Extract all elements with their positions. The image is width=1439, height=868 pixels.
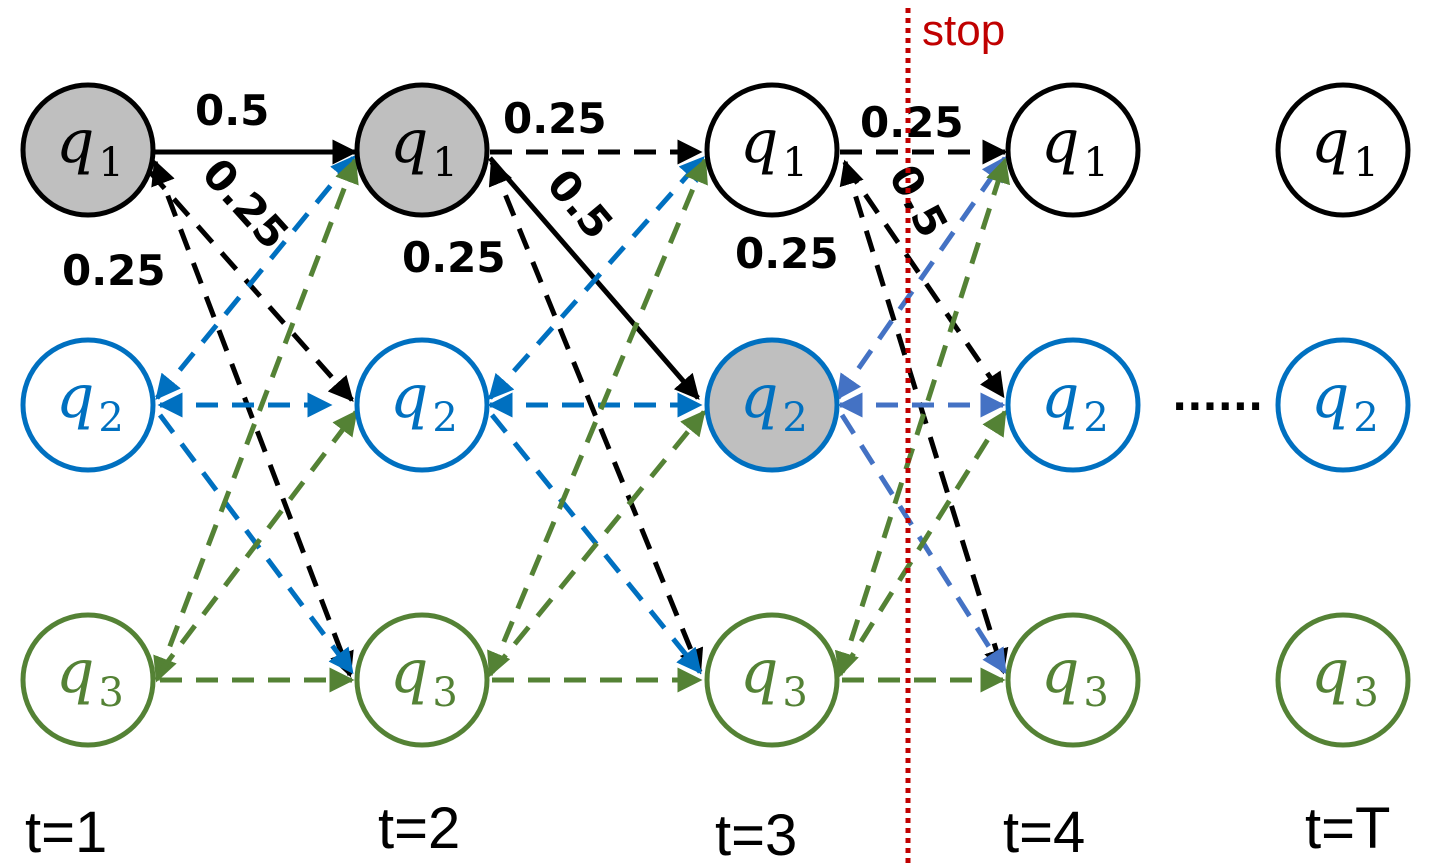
- node-circle: [354, 612, 490, 748]
- prob-t2q1-t3q2: 0.5: [537, 160, 622, 248]
- time-label-1: t=1: [25, 800, 107, 865]
- edge-t2q3-t3q2: [490, 410, 706, 674]
- time-label-3: t=3: [715, 803, 797, 868]
- edge-t1q3-t2q1: [153, 157, 359, 683]
- node-circle: [20, 612, 156, 748]
- node-circle: [1275, 82, 1411, 218]
- node-circle: [354, 82, 490, 218]
- edge-t1q3-t2q2: [158, 410, 358, 674]
- prob-t3q1-t4q1: 0.25: [860, 98, 964, 147]
- transition-edges: [148, 139, 1011, 693]
- time-label-4: t=4: [1003, 800, 1085, 865]
- prob-t3q1-t4q3: 0.25: [735, 229, 839, 278]
- ellipsis: ......: [1172, 374, 1263, 420]
- time-label-T: t=T: [1305, 796, 1390, 861]
- node-circle: [704, 612, 840, 748]
- stop-label: stop: [922, 6, 1005, 55]
- probability-labels: 0.5 0.25 0.25 0.25 0.5 0.25 0.25 0.5 0.2…: [62, 86, 964, 295]
- prob-t1q1-t2q3: 0.25: [62, 246, 166, 295]
- node-circle: [1275, 612, 1411, 748]
- node-circle: [704, 82, 840, 218]
- node-circle: [354, 337, 490, 473]
- time-labels: t=1 t=2 t=3 t=4 t=T: [25, 796, 1390, 868]
- edge-t2q3-t3q1: [487, 157, 708, 678]
- time-label-2: t=2: [378, 796, 460, 861]
- node-circle: [704, 337, 840, 473]
- prob-t1q1-t2q1: 0.5: [195, 86, 269, 135]
- node-circle: [1005, 82, 1141, 218]
- prob-t2q1-t3q3: 0.25: [402, 233, 506, 282]
- edge-t3q3-t4q2: [839, 409, 1008, 674]
- prob-t2q1-t3q1: 0.25: [503, 94, 607, 143]
- node-circle: [1005, 612, 1141, 748]
- node-circle: [1005, 337, 1141, 473]
- node-circle: [20, 82, 156, 218]
- node-circle: [20, 337, 156, 473]
- edge-t3q3-t4q1: [834, 157, 1011, 678]
- node-circle: [1275, 337, 1411, 473]
